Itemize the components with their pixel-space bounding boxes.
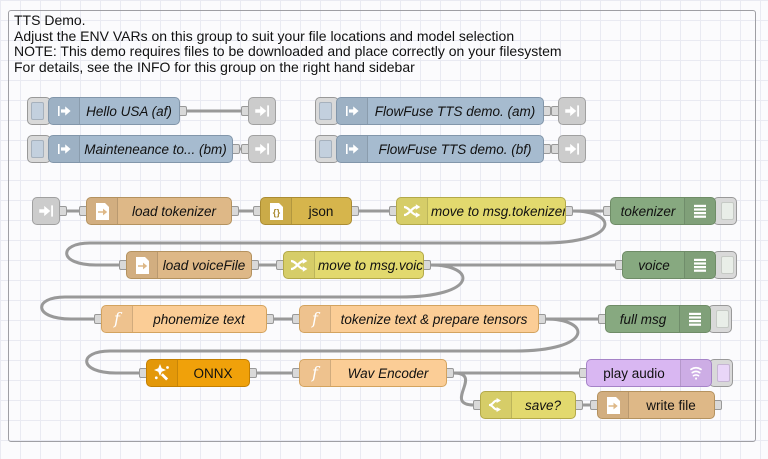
- inject-maintenance-node-button[interactable]: [31, 140, 44, 158]
- function-icon: f: [300, 360, 331, 386]
- inject-maintenance-node[interactable]: Mainteneance to... (bm): [48, 135, 233, 163]
- onnx-node[interactable]: ONNX: [146, 359, 250, 387]
- link-out-node[interactable]: [248, 97, 276, 125]
- json-icon: {}: [261, 198, 292, 224]
- function-tokenize-text-node[interactable]: f tokenize text & prepare tensors: [299, 305, 539, 333]
- inject-flowfuse-am-node[interactable]: FlowFuse TTS demo. (am): [336, 97, 544, 125]
- change-move-to-msg-tokenizer-node-label: move to msg.tokenizer: [431, 203, 565, 219]
- svg-text:{}: {}: [272, 207, 280, 218]
- inject-flowfuse-bf-node[interactable]: FlowFuse TTS demo. (bf): [336, 135, 544, 163]
- change-move-to-msg-tokenizer-node[interactable]: move to msg.tokenizer: [396, 197, 566, 225]
- switch-save-node-label: save?: [524, 397, 562, 413]
- debug-list-icon: [684, 198, 715, 224]
- inject-hello-usa-node-button[interactable]: [31, 102, 44, 120]
- debug-full-msg-node-label: full msg: [619, 311, 667, 327]
- json-parser-node-label: json: [308, 203, 334, 219]
- flow-group-outline[interactable]: [8, 10, 756, 442]
- link-out-icon: [249, 140, 275, 158]
- link-out-node[interactable]: [558, 97, 586, 125]
- file-in-load-tokenizer-node[interactable]: load tokenizer: [86, 197, 232, 225]
- play-audio-node[interactable]: play audio: [586, 359, 712, 387]
- function-phonemize-text-node-label: phonemize text: [153, 311, 245, 327]
- link-out-icon: [249, 102, 275, 120]
- inject-hello-usa-node-label: Hello USA (af): [86, 103, 172, 119]
- svg-text:f: f: [113, 309, 123, 328]
- shuffle-icon: [284, 252, 315, 278]
- link-out-node[interactable]: [248, 135, 276, 163]
- json-parser-node[interactable]: {} json: [260, 197, 352, 225]
- file-out-icon: [598, 392, 629, 418]
- debug-tokenizer-node-button[interactable]: [721, 202, 734, 220]
- file-out-write-file-node-label: write file: [646, 397, 696, 413]
- debug-voice-node-button[interactable]: [721, 256, 734, 274]
- play-audio-node-label: play audio: [603, 365, 665, 381]
- file-in-load-voicefile-node[interactable]: load voiceFile: [126, 251, 252, 279]
- inject-flowfuse-am-node-label: FlowFuse TTS demo. (am): [374, 103, 536, 119]
- wand-icon: [147, 360, 178, 386]
- file-out-write-file-node[interactable]: write file: [597, 391, 715, 419]
- inject-maintenance-node-label: Mainteneance to... (bm): [84, 141, 227, 157]
- wire-func-tokenize-to-onnx[interactable]: [85, 317, 580, 375]
- file-in-load-voicefile-node-label: load voiceFile: [162, 257, 246, 273]
- debug-voice-node-label: voice: [638, 257, 670, 273]
- inject-flowfuse-bf-node-button[interactable]: [319, 140, 332, 158]
- file-in-icon: [87, 198, 118, 224]
- debug-full-msg-node-button[interactable]: [716, 310, 729, 328]
- inject-flowfuse-am-node-button[interactable]: [319, 102, 332, 120]
- function-phonemize-text-node[interactable]: f phonemize text: [101, 305, 267, 333]
- inject-flowfuse-bf-node-label: FlowFuse TTS demo. (bf): [378, 141, 532, 157]
- group-label-text: TTS Demo. Adjust the ENV VARs on this gr…: [14, 12, 562, 75]
- wire-change-move-tokenizer-to-file-load-voicefile[interactable]: [65, 209, 607, 267]
- debug-tokenizer-node-label: tokenizer: [620, 203, 676, 219]
- file-in-icon: [127, 252, 158, 278]
- inject-arrow-icon: [49, 98, 80, 124]
- inject-hello-usa-node[interactable]: Hello USA (af): [48, 97, 180, 125]
- wire-change-move-voice-to-func-phonemize[interactable]: [40, 263, 465, 321]
- audio-icon: [680, 360, 711, 386]
- switch-save-node[interactable]: save?: [480, 391, 576, 419]
- function-wav-encoder-node-label: Wav Encoder: [347, 365, 429, 381]
- debug-tokenizer-node[interactable]: tokenizer: [610, 197, 716, 225]
- debug-list-icon: [684, 252, 715, 278]
- change-move-to-msg-voice-node[interactable]: move to msg.voice: [283, 251, 424, 279]
- onnx-node-label: ONNX: [193, 365, 233, 381]
- file-in-load-tokenizer-node-label: load tokenizer: [131, 203, 217, 219]
- link-in-icon: [33, 202, 59, 220]
- function-tokenize-text-node-label: tokenize text & prepare tensors: [340, 311, 528, 327]
- switch-icon: [481, 392, 512, 418]
- debug-list-icon: [679, 306, 710, 332]
- link-out-icon: [559, 102, 585, 120]
- inject-arrow-icon: [337, 98, 368, 124]
- function-icon: f: [102, 306, 133, 332]
- function-wav-encoder-node[interactable]: f Wav Encoder: [299, 359, 447, 387]
- debug-voice-node[interactable]: voice: [622, 251, 716, 279]
- shuffle-icon: [397, 198, 428, 224]
- link-out-node[interactable]: [558, 135, 586, 163]
- link-out-icon: [559, 140, 585, 158]
- inject-arrow-icon: [49, 136, 80, 162]
- wire-func-wav-to-switch-save[interactable]: [451, 371, 476, 407]
- function-icon: f: [300, 306, 331, 332]
- debug-full-msg-node[interactable]: full msg: [605, 305, 711, 333]
- play-audio-node-button[interactable]: [717, 364, 730, 382]
- link-in-node[interactable]: [32, 197, 60, 225]
- svg-text:f: f: [311, 309, 321, 328]
- change-move-to-msg-voice-node-label: move to msg.voice: [318, 257, 423, 273]
- inject-arrow-icon: [337, 136, 368, 162]
- svg-text:f: f: [311, 363, 321, 382]
